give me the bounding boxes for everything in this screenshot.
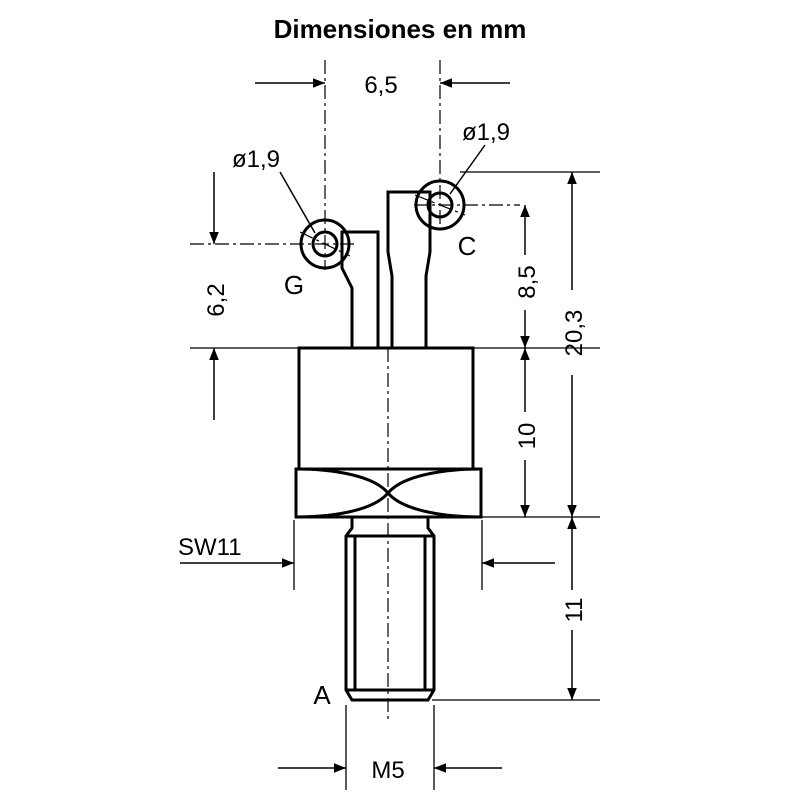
terminal-label-cathode: C [458,231,477,261]
dim-diameter-c: ø1,9 [462,119,510,146]
dim-terminal-height: 8,5 [514,265,541,298]
terminal-label-anode: A [313,680,331,710]
dim-lead-spacing: 6,5 [364,72,397,99]
cathode-lead [386,190,432,348]
dim-total-height: 20,3 [561,310,588,357]
gate-lead [340,230,380,348]
dim-gate-height: 6,2 [203,283,230,316]
dim-thread-length: 11 [561,598,588,623]
dim-hex-size: SW11 [178,534,242,561]
hex-face-left [295,467,390,519]
dimension-lines [180,78,577,773]
hex-face-right [386,467,482,519]
thread-stud [344,517,436,702]
drawing-title: Dimensiones en mm [273,14,527,44]
dim-diameter-g: ø1,9 [232,146,280,173]
component-outline [294,179,483,702]
dim-thread-size: M5 [371,757,404,784]
terminal-label-gate: G [284,270,304,300]
body-cylinder [297,346,475,471]
extension-lines [190,171,600,790]
center-lines [190,60,520,720]
dim-body-height: 10 [514,423,541,450]
